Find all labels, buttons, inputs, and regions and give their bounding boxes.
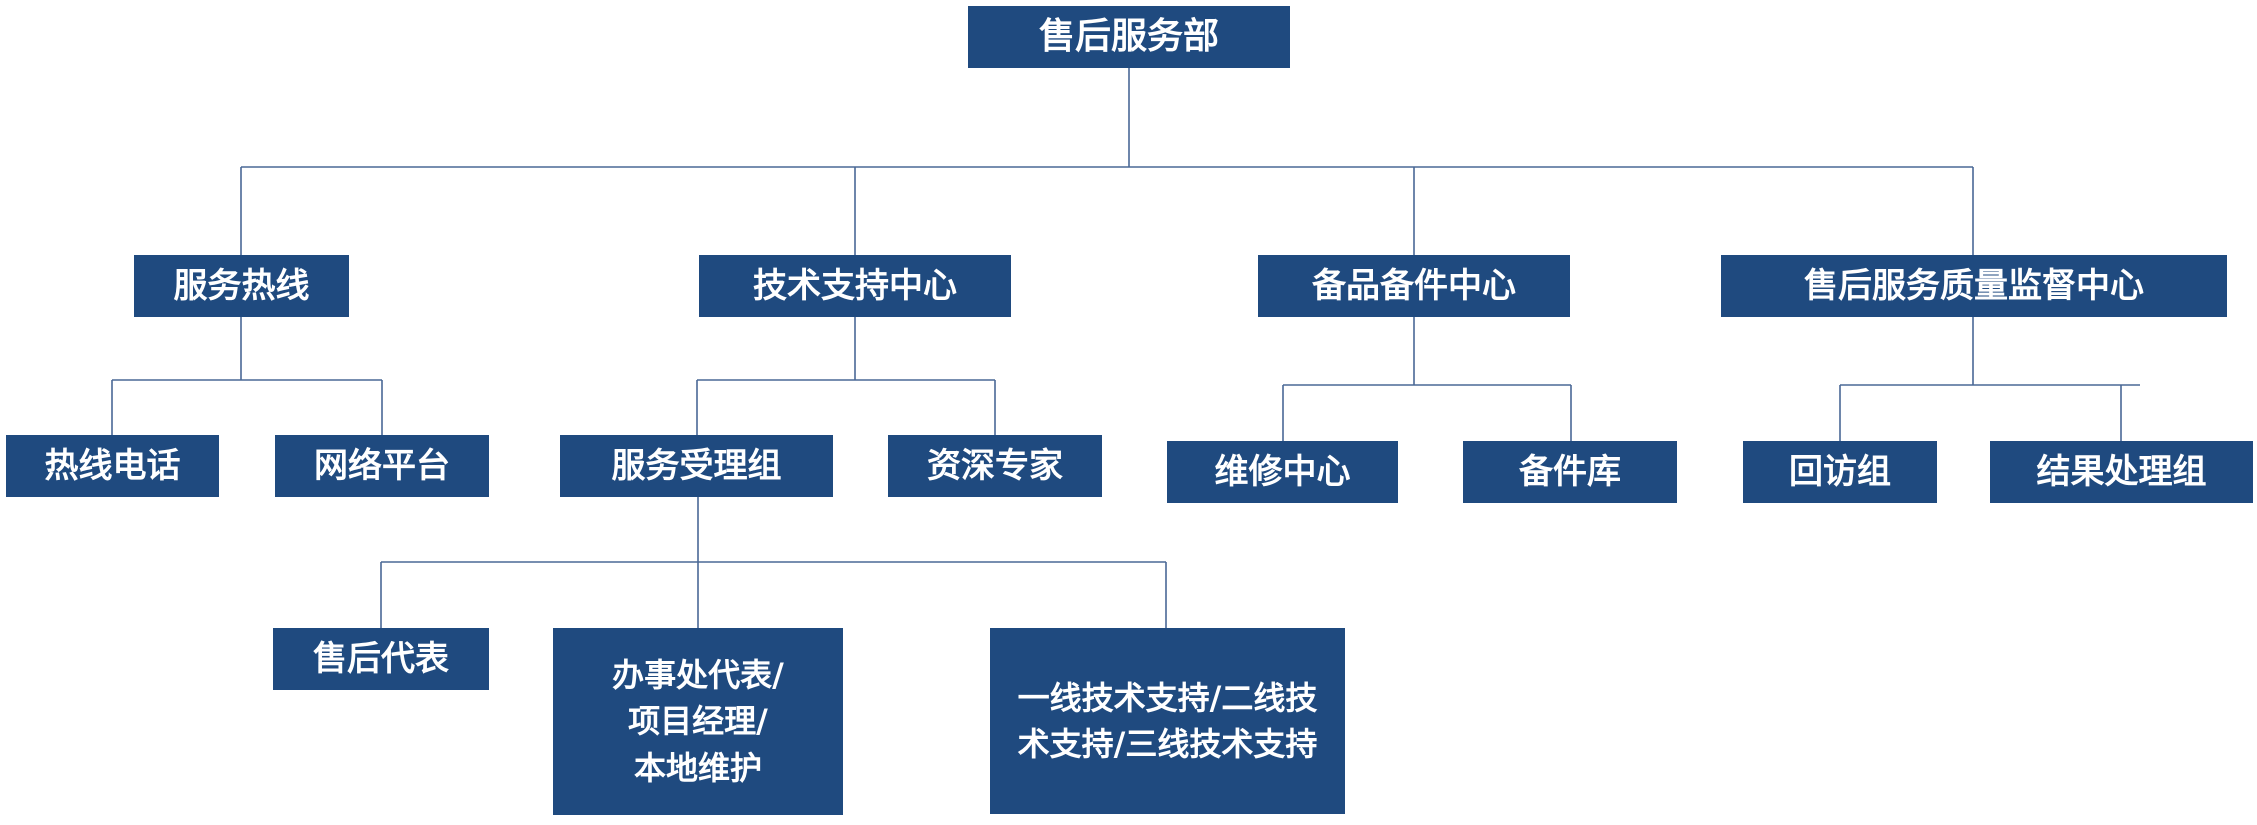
node-office-rep-project-manager: 办事处代表/ 项目经理/ 本地维护: [553, 628, 843, 815]
node-quality-supervision-center: 售后服务质量监督中心: [1721, 255, 2227, 317]
node-spare-parts-center: 备品备件中心: [1258, 255, 1570, 317]
node-hotline-phone: 热线电话: [6, 435, 219, 497]
node-senior-expert: 资深专家: [888, 435, 1102, 497]
node-parts-warehouse: 备件库: [1463, 441, 1677, 503]
node-after-sales-dept: 售后服务部: [968, 6, 1290, 68]
node-after-sales-rep: 售后代表: [273, 628, 489, 690]
node-tech-support-tiers: 一线技术支持/二线技 术支持/三线技术支持: [990, 628, 1345, 814]
node-result-processing-group: 结果处理组: [1990, 441, 2253, 503]
node-service-acceptance-group: 服务受理组: [560, 435, 833, 497]
node-network-platform: 网络平台: [275, 435, 489, 497]
node-service-hotline: 服务热线: [134, 255, 349, 317]
node-callback-group: 回访组: [1743, 441, 1937, 503]
node-repair-center: 维修中心: [1167, 441, 1398, 503]
node-tech-support-center: 技术支持中心: [699, 255, 1011, 317]
